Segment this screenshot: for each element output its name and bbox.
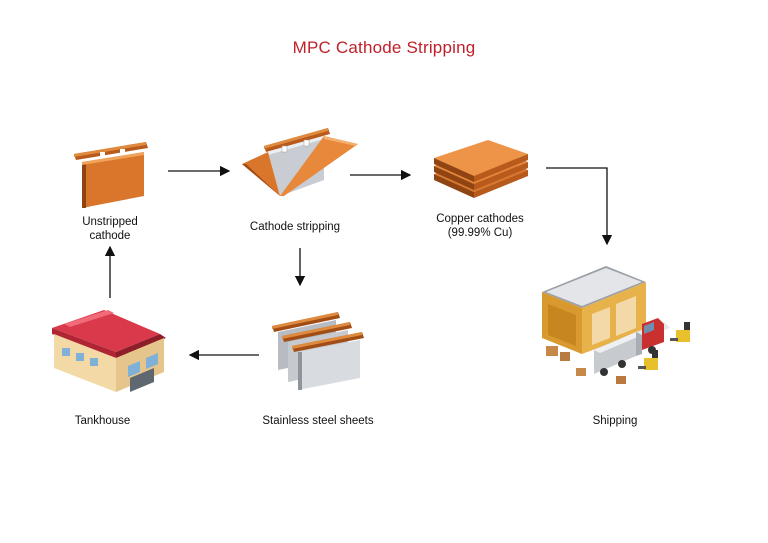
tankhouse-label: Tankhouse [74,415,131,427]
stripping-plate-icon [242,128,358,196]
copper-label: Copper cathodes (99.99% Cu) [436,213,524,239]
shipping-label: Shipping [592,415,638,427]
steel-label: Stainless steel sheets [262,415,374,427]
tankhouse-building-icon [52,310,166,392]
steel-sheets-icon [272,312,364,390]
stripping-label: Cathode stripping [249,221,341,233]
warehouse-trucks-icon [542,266,690,384]
copper-stack-icon [434,140,528,198]
diagram-title: MPC Cathode Stripping [292,38,476,57]
arrow-copper-to-shipping [546,167,613,246]
copper-plate-icon [74,142,148,208]
unstripped-label: Unstripped cathode [82,216,138,242]
